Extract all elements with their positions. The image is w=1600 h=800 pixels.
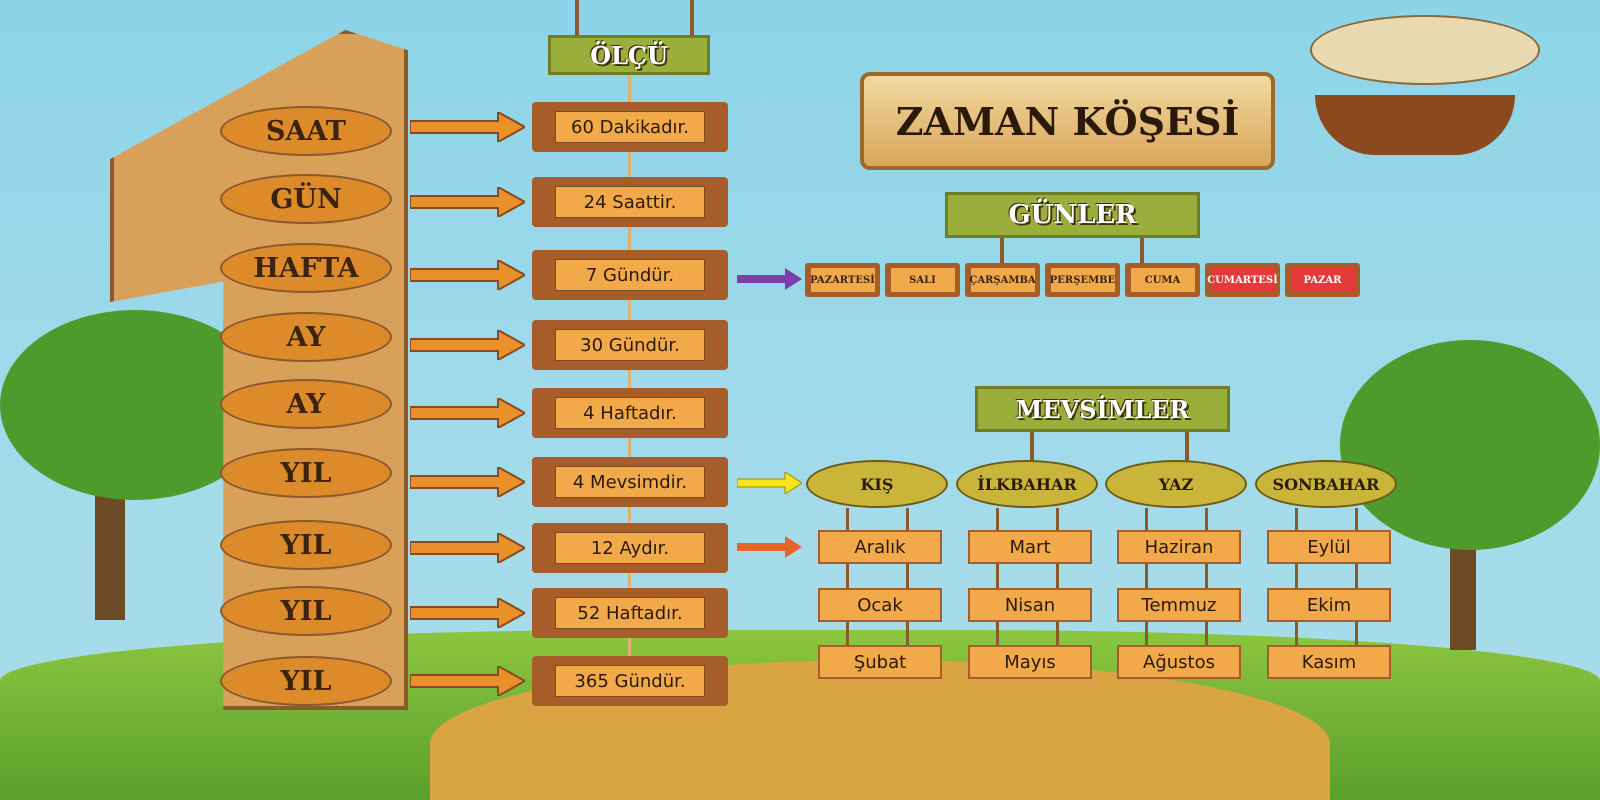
- unit-equals-sign: 365 Gündür.: [532, 656, 728, 706]
- day-sign: ÇARŞAMBA: [965, 263, 1040, 297]
- month-label: Kasım: [1267, 645, 1391, 679]
- unit-equals-sign: 52 Haftadır.: [532, 588, 728, 638]
- rope: [628, 75, 631, 695]
- arrow-right-icon: [410, 187, 525, 217]
- month-label: Nisan: [968, 588, 1092, 622]
- unit-label: YIL: [220, 586, 392, 636]
- day-sign: SALI: [885, 263, 960, 297]
- page-title: ZAMAN KÖŞESİ: [860, 72, 1275, 170]
- day-sign: PERŞEMBE: [1045, 263, 1120, 297]
- rope: [1140, 238, 1144, 263]
- unit-equals-sign: 7 Gündür.: [532, 250, 728, 300]
- month-label: Ocak: [818, 588, 942, 622]
- month-label: Aralık: [818, 530, 942, 564]
- unit-equals-sign: 12 Aydır.: [532, 523, 728, 573]
- unit-label: HAFTA: [220, 243, 392, 293]
- season-label: YAZ: [1105, 460, 1247, 508]
- unit-label: AY: [220, 379, 392, 429]
- unit-equals-text: 4 Mevsimdir.: [555, 466, 705, 498]
- season-label: KIŞ: [806, 460, 948, 508]
- month-label: Eylül: [1267, 530, 1391, 564]
- day-label: SALI: [890, 268, 955, 292]
- arrow-right-icon: [410, 260, 525, 290]
- rope: [575, 0, 579, 40]
- rope: [690, 0, 694, 40]
- arrow-right-icon: [410, 666, 525, 696]
- arrow-right-icon: [410, 112, 525, 142]
- unit-equals-text: 30 Gündür.: [555, 329, 705, 361]
- arrow-right-icon: [410, 598, 525, 628]
- unit-label: SAAT: [220, 106, 392, 156]
- month-label: Şubat: [818, 645, 942, 679]
- unit-label: YIL: [220, 520, 392, 570]
- airship-balloon: [1310, 15, 1540, 85]
- unit-equals-text: 7 Gündür.: [555, 259, 705, 291]
- tree-right: [1340, 340, 1600, 550]
- arrow-right-icon: [410, 467, 525, 497]
- day-label: ÇARŞAMBA: [969, 268, 1036, 292]
- season-label: SONBAHAR: [1255, 460, 1397, 508]
- rope: [1000, 238, 1004, 263]
- measure-header: ÖLÇÜ: [548, 35, 710, 75]
- arrow-right-icon: [410, 533, 525, 563]
- rope: [1185, 432, 1189, 462]
- day-sign: PAZARTESİ: [805, 263, 880, 297]
- unit-equals-sign: 4 Mevsimdir.: [532, 457, 728, 507]
- rope: [1030, 432, 1034, 462]
- arrow-right-icon: [410, 398, 525, 428]
- day-sign: CUMA: [1125, 263, 1200, 297]
- month-label: Haziran: [1117, 530, 1241, 564]
- arrow-right-icon: [410, 330, 525, 360]
- unit-equals-text: 4 Haftadır.: [555, 397, 705, 429]
- unit-equals-sign: 24 Saattir.: [532, 177, 728, 227]
- airship-boat: [1315, 95, 1515, 155]
- month-label: Temmuz: [1117, 588, 1241, 622]
- month-label: Mayıs: [968, 645, 1092, 679]
- day-label: PERŞEMBE: [1050, 268, 1115, 292]
- day-label: CUMA: [1130, 268, 1195, 292]
- arrow-to-months: [737, 536, 802, 558]
- unit-label: GÜN: [220, 174, 392, 224]
- unit-equals-text: 12 Aydır.: [555, 532, 705, 564]
- unit-label: YIL: [220, 448, 392, 498]
- unit-equals-sign: 4 Haftadır.: [532, 388, 728, 438]
- unit-equals-sign: 60 Dakikadır.: [532, 102, 728, 152]
- unit-equals-sign: 30 Gündür.: [532, 320, 728, 370]
- day-label: PAZARTESİ: [810, 268, 875, 292]
- day-label: CUMARTESİ: [1207, 268, 1278, 292]
- month-label: Ağustos: [1117, 645, 1241, 679]
- day-sign: CUMARTESİ: [1205, 263, 1280, 297]
- arrow-to-seasons: [737, 472, 802, 494]
- season-label: İLKBAHAR: [956, 460, 1098, 508]
- unit-label: YIL: [220, 656, 392, 706]
- unit-equals-text: 24 Saattir.: [555, 186, 705, 218]
- seasons-header: MEVSİMLER: [975, 386, 1230, 432]
- day-label: PAZAR: [1290, 268, 1355, 292]
- unit-equals-text: 52 Haftadır.: [555, 597, 705, 629]
- unit-equals-text: 60 Dakikadır.: [555, 111, 705, 143]
- month-label: Ekim: [1267, 588, 1391, 622]
- unit-equals-text: 365 Gündür.: [555, 665, 705, 697]
- arrow-to-days: [737, 268, 802, 290]
- days-header: GÜNLER: [945, 192, 1200, 238]
- month-label: Mart: [968, 530, 1092, 564]
- day-sign: PAZAR: [1285, 263, 1360, 297]
- unit-label: AY: [220, 312, 392, 362]
